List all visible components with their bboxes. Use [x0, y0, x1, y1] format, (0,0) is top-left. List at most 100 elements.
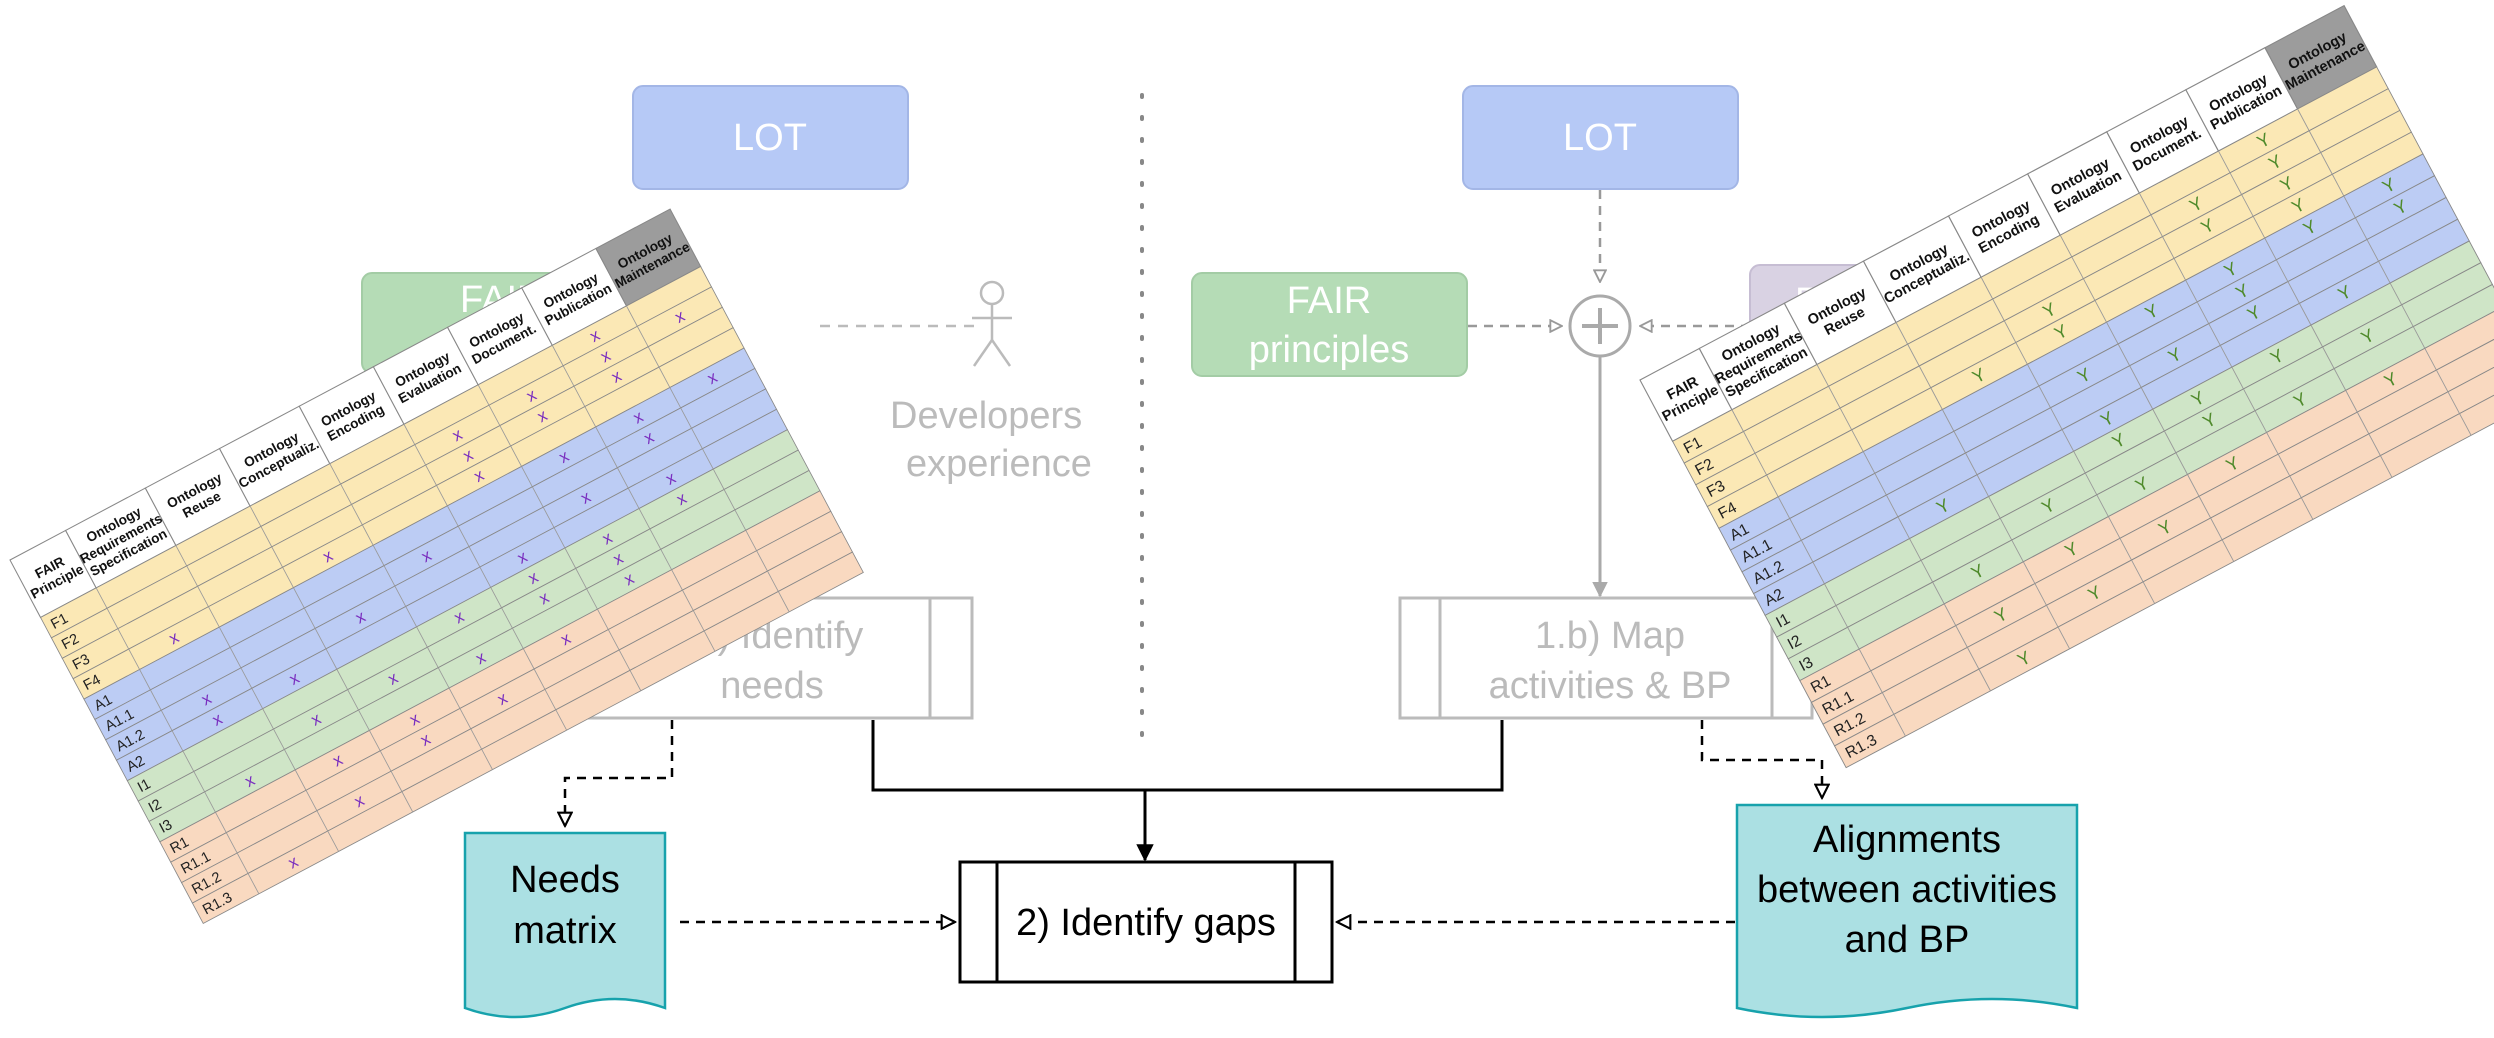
- needs-grid-line: [186, 565, 198, 587]
- alignment-row-label: F4: [1716, 499, 1740, 523]
- needs-grid-line: [723, 489, 736, 511]
- alignment-grid-line: [1976, 474, 1990, 497]
- alignment-grid-line: [2389, 282, 2403, 306]
- needs-grid-line: [680, 407, 692, 429]
- alignment-grid-line: [1980, 277, 1994, 300]
- alignment-grid-line: [2150, 214, 2163, 237]
- alignment-grid-line: [1992, 298, 2005, 321]
- alignment-grid-line: [1824, 583, 1837, 606]
- needs-grid-line: [215, 812, 227, 833]
- map-activities-process: 1.b) Map activities & BP: [1398, 596, 1814, 720]
- needs-grid-line: [361, 524, 374, 546]
- needs-grid-line: [499, 425, 512, 447]
- alignment-grid-line: [1999, 518, 2013, 541]
- alignment-grid-line: [2107, 516, 2121, 539]
- needs-grid-line: [175, 545, 188, 567]
- alignment-grid-line: [2320, 152, 2333, 175]
- needs-grid-line: [629, 670, 642, 691]
- alignment-grid-line: [2322, 346, 2335, 369]
- needs-grid-line: [510, 445, 522, 467]
- alignment-grid-line: [1754, 453, 1768, 476]
- alignment-row-label: F2: [1692, 456, 1716, 480]
- needs-grid-line: [555, 709, 568, 731]
- alignment-grid-line: [2378, 261, 2391, 284]
- needs-grid-line: [627, 487, 640, 509]
- needs-grid-line: [703, 630, 716, 652]
- needs-grid-line: [247, 873, 260, 895]
- alignment-grid-line: [1953, 431, 1966, 454]
- alignment-grid-line: [1812, 561, 1825, 585]
- needs-grid-line: [597, 608, 609, 630]
- needs-grid-line: [394, 585, 407, 607]
- needs-grid-line: [171, 730, 184, 752]
- needs-grid-line: [150, 689, 162, 711]
- alignment-grid-line: [2175, 452, 2188, 475]
- needs-grid-line: [405, 606, 417, 628]
- alignment-grid-line: [2366, 239, 2379, 262]
- alignment-grid-line: [2380, 455, 2393, 478]
- needs-grid-line: [437, 667, 450, 689]
- alignment-grid-line: [2011, 539, 2024, 563]
- alignment-grid-line: [1870, 670, 1883, 693]
- identify-needs-line2: needs: [720, 665, 824, 707]
- needs-matrix-line1: Needs: [510, 859, 620, 901]
- alignment-grid-line: [2084, 472, 2098, 496]
- alignment-row-label: F1: [1681, 434, 1705, 458]
- alignment-grid-line: [2208, 323, 2221, 346]
- alignment-grid-line: [2355, 217, 2368, 240]
- alignment-grid-line: [2061, 429, 2075, 452]
- alignment-grid-line: [1930, 387, 1943, 410]
- needs-grid-line: [369, 730, 381, 752]
- needs-grid-line: [282, 567, 294, 588]
- alignment-grid-line: [2140, 387, 2154, 410]
- alignment-grid-line: [1909, 538, 1922, 561]
- alignment-grid-line: [2163, 430, 2177, 453]
- alignment-grid-line: [2138, 192, 2152, 216]
- needs-grid-line: [512, 628, 524, 649]
- map-to-alignments-arrow: [1700, 720, 1822, 798]
- alignment-grid-line: [2412, 326, 2426, 349]
- needs-grid-line: [329, 463, 342, 485]
- needs-grid-line: [521, 466, 533, 487]
- needs-grid-line: [351, 504, 363, 526]
- alignment-grid-line: [1835, 605, 1849, 628]
- needs-grid-line: [204, 791, 216, 813]
- alignment-grid-line: [2057, 626, 2071, 650]
- alignment-grid-line: [2277, 453, 2291, 477]
- needs-grid-line: [294, 769, 307, 791]
- lot-right-node: LOT: [1462, 85, 1739, 190]
- alignment-grid-line: [2221, 539, 2235, 562]
- needs-grid-line: [575, 568, 587, 589]
- needs-grid-line: [314, 628, 327, 650]
- needs-grid-line: [305, 790, 318, 811]
- needs-grid-line: [595, 426, 607, 448]
- needs-grid-line: [532, 486, 544, 508]
- needs-grid-line: [273, 728, 285, 750]
- alignment-grid-line: [1789, 518, 1802, 541]
- needs-grid-line: [501, 607, 513, 629]
- alignment-grid-line: [2196, 301, 2210, 324]
- needs-grid-line: [425, 464, 437, 486]
- alignment-grid-line: [2071, 256, 2084, 279]
- alignment-grid-line: [2343, 195, 2356, 218]
- needs-grid-line: [229, 647, 242, 669]
- alignment-grid-line: [2050, 407, 2063, 430]
- needs-grid-line: [658, 366, 671, 388]
- alignment-grid-line: [1978, 668, 1991, 692]
- needs-grid-line: [197, 586, 209, 607]
- needs-grid-line: [777, 591, 790, 613]
- needs-grid-line: [638, 508, 651, 530]
- alignment-grid-line: [2096, 494, 2109, 517]
- alignment-grid-line: [2252, 216, 2266, 239]
- alignment-grid-line: [1858, 648, 1872, 672]
- alignment-grid-line: [2289, 475, 2302, 498]
- needs-grid-line: [626, 305, 638, 327]
- alignment-grid-line: [2229, 172, 2243, 195]
- alignment-row: [1833, 370, 2494, 769]
- needs-grid-line: [564, 547, 577, 569]
- alignment-grid-line: [2368, 433, 2381, 456]
- needs-to-matrix-arrow: [565, 720, 674, 826]
- needs-grid-line: [617, 467, 629, 489]
- alignment-grid-line: [1839, 407, 1853, 431]
